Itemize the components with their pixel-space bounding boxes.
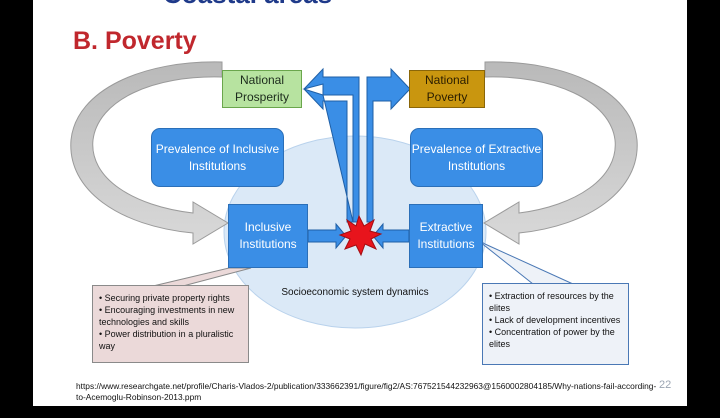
national-prosperity-box: National Prosperity	[222, 70, 302, 108]
inclusive-note-item: • Encouraging investments in new technol…	[99, 305, 235, 327]
extractive-note-item: • Lack of development incentives	[489, 315, 621, 325]
slide-top-title: Coastal areas	[163, 0, 423, 8]
system-dynamics-label: Socioeconomic system dynamics	[281, 287, 429, 298]
section-title: B. Poverty	[73, 27, 197, 55]
extractive-note-item: • Concentration of power by the elites	[489, 327, 615, 349]
extractive-institutions-box: Extractive Institutions	[409, 204, 483, 268]
slide-number: 22	[659, 379, 672, 391]
right-feedback-arrow	[483, 61, 638, 245]
inclusive-note-item: • Power distribution in a pluralistic wa…	[99, 329, 234, 351]
inclusive-institutions-box: Inclusive Institutions	[228, 204, 308, 268]
prevalence-inclusive-box: Prevalence of Inclusive Institutions	[151, 128, 284, 187]
extractive-note-item: • Extraction of resources by the elites	[489, 291, 614, 313]
inclusive-note-item: • Securing private property rights	[99, 293, 230, 303]
inclusive-notes-box: • Securing private property rights • Enc…	[92, 285, 249, 363]
arrow-extractive-to-center	[372, 222, 410, 250]
national-poverty-box: National Poverty	[409, 70, 485, 108]
arrow-inclusive-to-center	[307, 222, 347, 250]
arrow-to-poverty	[366, 67, 411, 223]
left-feedback-arrow	[70, 61, 229, 245]
extractive-notes-box: • Extraction of resources by the elites …	[482, 283, 629, 365]
extractive-callout-pointer	[474, 237, 574, 285]
arrow-to-prosperity	[302, 67, 360, 223]
source-citation: https://www.researchgate.net/profile/Cha…	[76, 381, 657, 402]
conflict-burst-icon	[338, 214, 383, 257]
prevalence-extractive-box: Prevalence of Extractive Institutions	[410, 128, 543, 187]
slide: Coastal areas B. Poverty	[33, 0, 687, 406]
inclusive-callout-pointer	[152, 267, 252, 287]
